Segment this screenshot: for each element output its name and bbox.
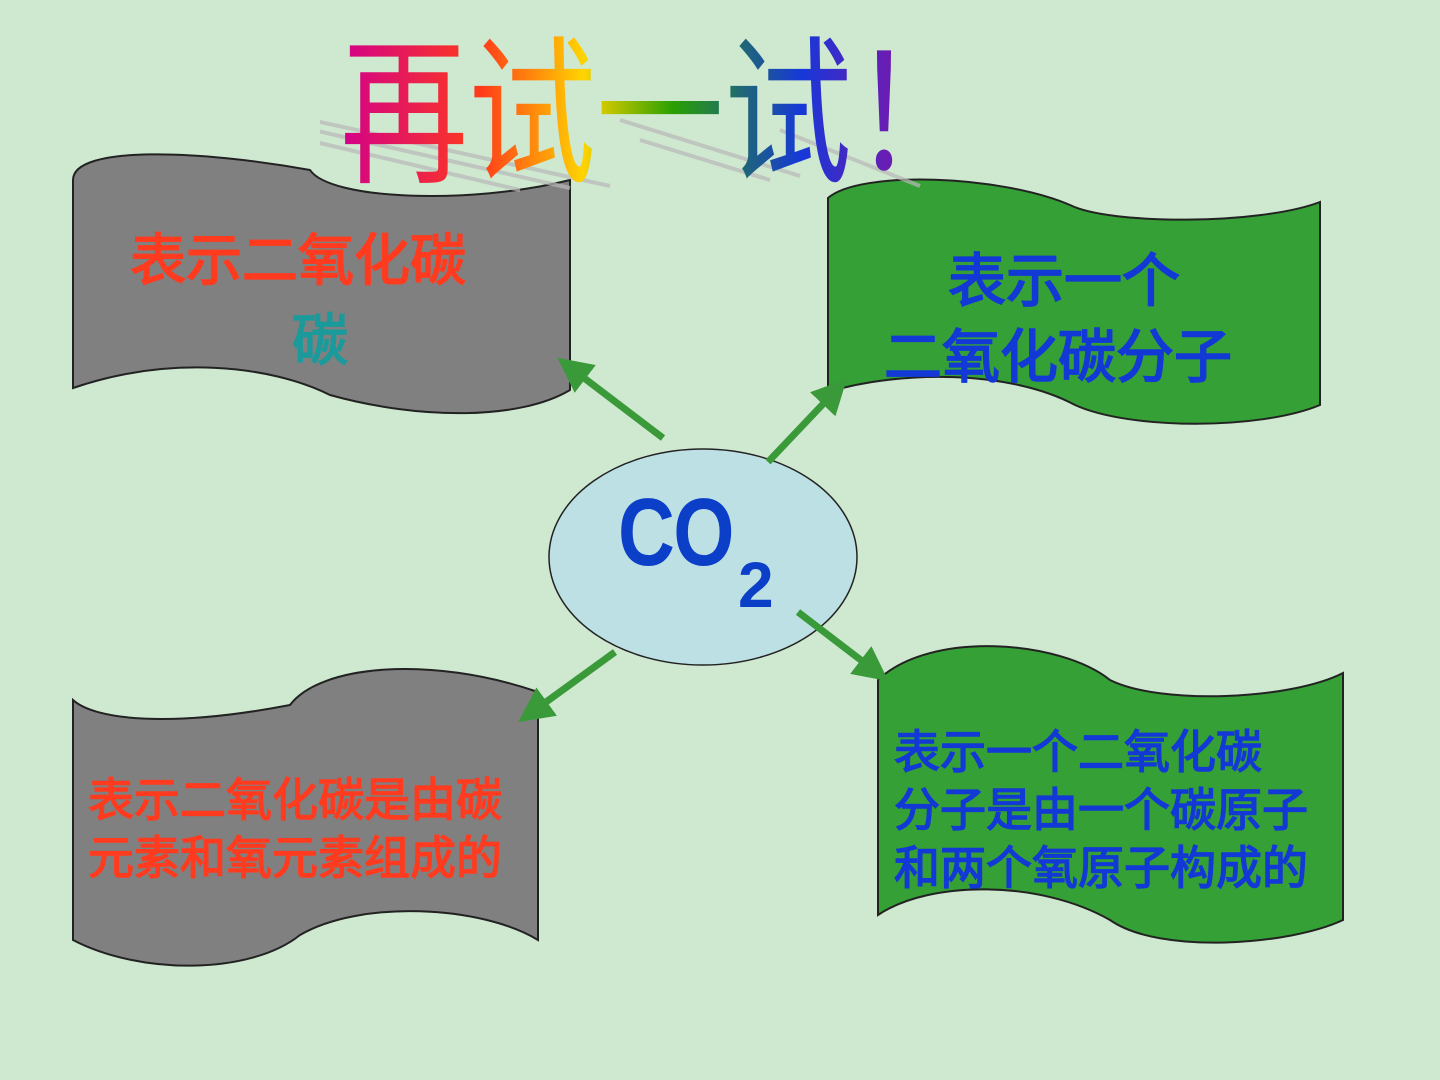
bottom-right-line1: 表示一个二氧化碳 (894, 725, 1262, 779)
arrow-to-top-left (557, 357, 666, 441)
bottom-right-line2: 分子是由一个碳原子 (894, 783, 1308, 837)
bottom-right-line3: 和两个氧原子构成的 (894, 841, 1308, 895)
banner-bottom-left (72, 668, 539, 967)
title-text: 再试一试！ (340, 21, 980, 208)
title-shadow (320, 118, 921, 192)
banner-top-left (72, 153, 571, 415)
arrow-to-bottom-left (518, 649, 618, 723)
bottom-left-line1: 表示二氧化碳是由碳 (88, 773, 502, 827)
top-left-line2: 碳 (292, 309, 348, 374)
top-right-line1: 表示一个 (948, 247, 1181, 315)
formula-subscript: 2 (738, 549, 774, 621)
banner-top-right (827, 178, 1321, 425)
arrow-to-bottom-right (795, 609, 889, 682)
arrow-to-top-right (765, 378, 847, 465)
formula-co: CO (618, 479, 734, 586)
page-title: 再试一试！ (320, 21, 980, 208)
banner-bottom-right (877, 645, 1344, 944)
bottom-left-line2: 元素和氧元素组成的 (88, 831, 502, 885)
top-left-line1: 表示二氧化碳 (130, 229, 466, 294)
top-right-line2: 二氧化碳分子 (884, 323, 1233, 391)
center-ellipse (548, 448, 858, 666)
